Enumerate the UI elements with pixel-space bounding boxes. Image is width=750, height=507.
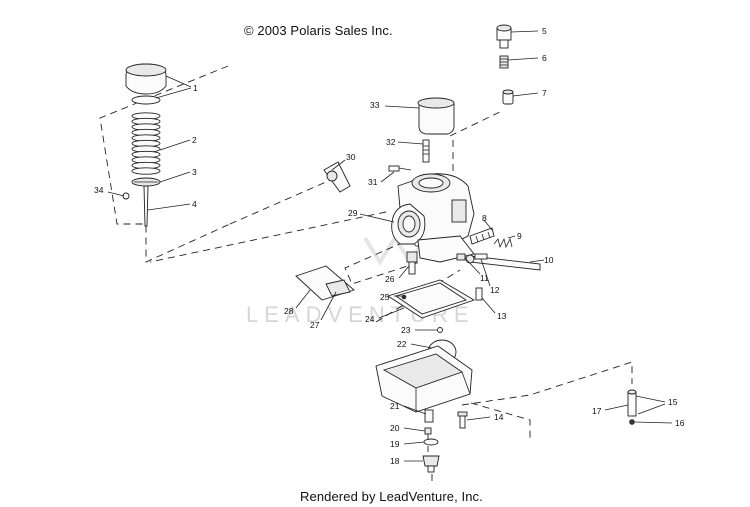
part-cap [125, 63, 167, 105]
callout-28: 28 [284, 306, 294, 316]
callout-12: 12 [490, 285, 500, 295]
part-seat [131, 177, 161, 187]
callout-14: 14 [494, 412, 504, 422]
part-gasket [386, 279, 476, 319]
callout-19: 19 [390, 439, 400, 449]
callout-labels: 1 2 3 4 5 6 7 8 9 10 11 12 13 14 15 16 1… [94, 26, 685, 466]
callout-13: 13 [497, 311, 507, 321]
part-bowl-screw [457, 411, 468, 429]
assembly-line [449, 109, 505, 137]
callout-29: 29 [348, 208, 358, 218]
assembly-line [461, 361, 633, 406]
assembly-line [344, 241, 421, 285]
callout-30: 30 [346, 152, 356, 162]
callout-31: 31 [368, 177, 378, 187]
part-cable-adjuster [496, 24, 512, 49]
callout-15: 15 [668, 397, 678, 407]
part-o-ring [423, 438, 439, 446]
callout-16: 16 [675, 418, 685, 428]
part-pivot [627, 389, 637, 425]
part-fitting [456, 253, 466, 261]
part-jet-needle [422, 139, 430, 163]
assembly-line [229, 177, 336, 225]
callout-17: 17 [592, 406, 602, 416]
part-drain-plug [422, 455, 440, 473]
callout-23: 23 [401, 325, 411, 335]
assembly-line [99, 65, 231, 263]
leader-lines [107, 30, 673, 462]
callout-4: 4 [192, 199, 197, 209]
callout-2: 2 [192, 135, 197, 145]
copyright-text: © 2003 Polaris Sales Inc. [244, 23, 393, 38]
callout-18: 18 [390, 456, 400, 466]
callout-25: 25 [380, 292, 390, 302]
callout-10: 10 [544, 255, 554, 265]
spring-coil [131, 167, 161, 175]
part-nozzle [406, 251, 418, 275]
callout-1: 1 [193, 83, 198, 93]
part-needle [143, 185, 149, 227]
callout-27: 27 [310, 320, 320, 330]
callout-3: 3 [192, 167, 197, 177]
part-spring-top [499, 55, 509, 69]
callout-24: 24 [365, 314, 375, 324]
part-cable-fitting [323, 161, 351, 193]
part-throttle-screw [469, 227, 495, 245]
callout-26: 26 [385, 274, 395, 284]
callout-34: 34 [94, 185, 104, 195]
part-main-jet [424, 409, 434, 423]
part-screw [388, 165, 412, 172]
callout-5: 5 [542, 26, 547, 36]
assembly-line [470, 402, 531, 440]
callout-20: 20 [390, 423, 400, 433]
callout-11: 11 [480, 273, 489, 283]
callout-21: 21 [390, 401, 400, 411]
part-plate [295, 265, 355, 301]
part-pilot-rod [465, 254, 541, 271]
part-jet-holder [424, 427, 432, 435]
part-slide [417, 97, 455, 135]
assembly-line [149, 211, 387, 263]
rendered-by-text: Rendered by LeadVenture, Inc. [300, 489, 483, 504]
part-carburetor-body [391, 173, 475, 263]
callout-7: 7 [542, 88, 547, 98]
callout-6: 6 [542, 53, 547, 63]
part-spring [131, 112, 161, 175]
part-small-spring [493, 237, 513, 249]
callout-8: 8 [482, 213, 487, 223]
callout-32: 32 [386, 137, 396, 147]
part-float-bowl [375, 345, 473, 413]
callout-22: 22 [397, 339, 407, 349]
part-screw-small [475, 287, 483, 301]
callout-9: 9 [517, 231, 522, 241]
part-pin [437, 327, 443, 333]
part-washer [474, 253, 488, 260]
callout-33: 33 [370, 100, 380, 110]
part-cap-small [502, 89, 514, 105]
